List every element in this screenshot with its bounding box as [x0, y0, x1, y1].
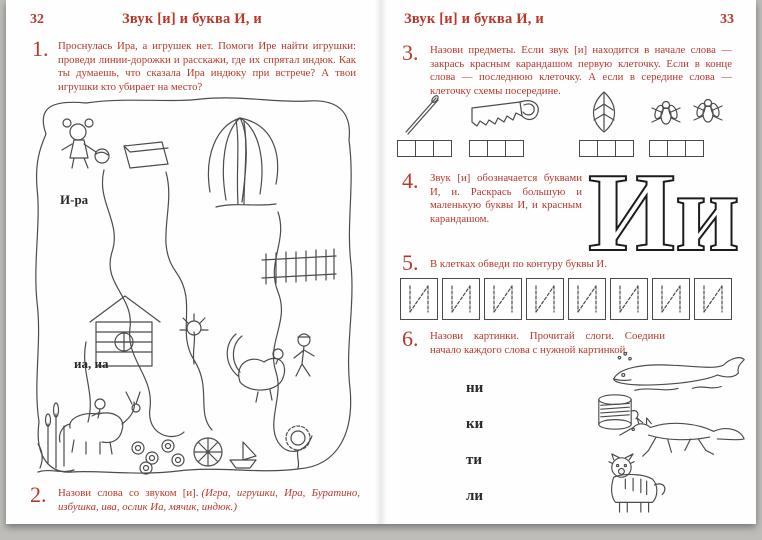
saw-icon	[468, 96, 546, 138]
maze-illustration: И-ра иа, иа	[26, 92, 358, 480]
letter-tracing-cell	[526, 278, 564, 320]
leaf-icon	[582, 88, 626, 136]
exercise-4-text: Звук [и] обозначается буквами И, и. Раск…	[430, 172, 582, 225]
exercise-1-text: Проснулась Ира, а игрушек нет. Помоги Ир…	[58, 40, 356, 93]
syllable-li: ли	[466, 488, 484, 504]
exercise-1-number: 1.	[32, 36, 49, 61]
sound-schema-needle	[397, 140, 452, 157]
needle-icon	[398, 90, 444, 138]
exercise-2-word-list: (Игра, игрушки, Ира, Буратино, избушка, …	[58, 487, 360, 513]
letter-tracing-cell	[694, 278, 732, 320]
letter-tracing-cell	[610, 278, 648, 320]
schema-cell	[597, 140, 616, 157]
schema-cell	[615, 140, 634, 157]
boy-figure	[293, 333, 315, 377]
letter-tracing-cell	[442, 278, 480, 320]
syllable-ki: ки	[466, 416, 484, 432]
exercise-6-number: 6.	[402, 326, 419, 351]
page-number-left: 32	[30, 12, 44, 27]
page-gutter	[375, 0, 387, 524]
exercise-2-text: Назови слова со звуком [и].(Игра, игрушк…	[58, 487, 360, 514]
letter-tracing-row	[400, 278, 732, 320]
sound-schema-saw	[469, 140, 524, 157]
exercise-2-instruction: Назови слова со звуком [и].	[58, 487, 199, 499]
fence-figure	[261, 248, 337, 285]
wheel-toy-figure	[193, 437, 257, 469]
syllable-ti: ти	[466, 452, 483, 468]
fox-illustration	[612, 416, 750, 460]
schema-cell	[685, 140, 704, 157]
schema-cell	[487, 140, 506, 157]
exercise-4-number: 4.	[402, 168, 419, 193]
big-letters-ii: Ии	[586, 158, 748, 270]
letter-tracing-cell	[400, 278, 438, 320]
exercise-6-text: Назови картинки. Прочитай слоги. Соедини…	[430, 330, 665, 356]
daisies-figure	[131, 439, 185, 475]
thistle-figure	[179, 313, 209, 365]
sound-schema-flies	[649, 140, 704, 157]
whale-illustration	[606, 350, 750, 398]
reeds-figure	[37, 402, 75, 473]
maze-label-donkey: иа, иа	[74, 356, 109, 371]
exercise-3-text: Назови предметы. Если звук [и] находится…	[430, 44, 732, 97]
big-letters-text: Ии	[588, 158, 740, 270]
box-figure	[123, 141, 169, 169]
maze-drawing	[35, 97, 353, 475]
donkey-figure	[58, 391, 141, 455]
schema-cell	[505, 140, 524, 157]
exercise-5-number: 5.	[402, 250, 419, 275]
schema-cell	[649, 140, 668, 157]
syllable-ni: ни	[466, 380, 484, 396]
schema-cell	[415, 140, 434, 157]
log-hut-figure	[89, 295, 161, 367]
schema-cell	[667, 140, 686, 157]
schema-cell	[433, 140, 452, 157]
exercise-2-number: 2.	[30, 482, 47, 507]
tiger-illustration	[600, 452, 672, 514]
page-number-right: 33	[720, 12, 734, 27]
page-left: 32 Звук [и] и буква И, и 1. Проснулась И…	[6, 0, 378, 524]
letter-tracing-cell	[484, 278, 522, 320]
exercise-5-text: В клетках обведи по контуру буквы И.	[430, 258, 607, 270]
turkey-figure	[226, 333, 286, 403]
page-title-left: Звук [и] и буква И, и	[122, 11, 262, 27]
letter-tracing-cell	[652, 278, 690, 320]
maze-label-ira: И-ра	[60, 192, 89, 207]
letter-tracing-cell	[568, 278, 606, 320]
flower-figure	[285, 425, 311, 469]
page-right: Звук [и] и буква И, и 33 3. Назови предм…	[384, 0, 756, 524]
flies-icon	[642, 90, 738, 136]
sound-schema-leaf	[579, 140, 634, 157]
schema-cell	[579, 140, 598, 157]
exercise-3-number: 3.	[402, 40, 419, 65]
page-title-right: Звук [и] и буква И, и	[404, 11, 544, 27]
schema-cell	[397, 140, 416, 157]
willow-tree-figure	[207, 117, 279, 208]
book-spread: 32 Звук [и] и буква И, и 1. Проснулась И…	[6, 0, 756, 524]
girl-ira-figure	[61, 118, 110, 169]
schema-cell	[469, 140, 488, 157]
